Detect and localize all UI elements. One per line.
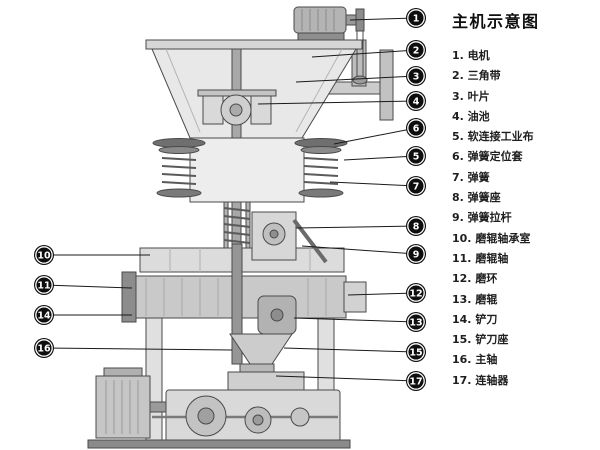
leader-line-7 <box>329 181 417 187</box>
callout-6: 6 <box>406 118 426 138</box>
callout-12: 12 <box>406 283 426 303</box>
legend-item-10: 10. 磨辊轴承室 <box>452 231 531 245</box>
legend-item-5: 5. 软连接工业布 <box>452 130 534 144</box>
legend-panel: 主机示意图 1. 电机 2. 三角带 3. 叶片 4. 油池 5. 软连接工业布 6. 弹… <box>452 8 598 391</box>
callout-8: 8 <box>406 216 426 236</box>
gearbox <box>152 371 341 443</box>
leader-line-5 <box>343 155 417 161</box>
callout-9: 9 <box>406 244 426 264</box>
svg-text:15: 15 <box>409 347 422 358</box>
legend-item-15: 15. 铲刀座 <box>452 333 509 347</box>
leader-line-9 <box>301 245 417 255</box>
leader-line-15 <box>283 347 417 353</box>
base-motor <box>95 367 167 439</box>
callout-16: 16 <box>34 338 54 358</box>
leader-line-11 <box>43 284 133 289</box>
svg-text:10: 10 <box>37 250 51 261</box>
svg-text:11: 11 <box>37 280 50 291</box>
svg-text:9: 9 <box>413 249 420 260</box>
v-belt <box>352 31 368 85</box>
spring-stack-right <box>294 138 348 198</box>
legend-item-4: 4. 油池 <box>452 109 490 123</box>
svg-text:13: 13 <box>409 317 422 328</box>
callout-1: 1 <box>406 8 426 28</box>
legend-item-7: 7. 弹簧 <box>452 170 490 184</box>
callout-15: 15 <box>406 342 426 362</box>
leader-line-2 <box>311 49 417 58</box>
svg-text:3: 3 <box>413 71 420 82</box>
callout-4: 4 <box>406 91 426 111</box>
legend-item-3: 3. 叶片 <box>452 89 490 103</box>
legend-list: 1. 电机 2. 三角带 3. 叶片 4. 油池 5. 软连接工业布 6. 弹簧定位套 7.… <box>452 46 598 391</box>
legend-item-16: 16. 主轴 <box>452 353 498 367</box>
mid-housing <box>189 137 305 203</box>
leader-line-1 <box>349 17 417 21</box>
svg-text:7: 7 <box>413 181 420 192</box>
leader-line-16 <box>43 347 233 351</box>
svg-text:6: 6 <box>413 123 420 134</box>
callout-13: 13 <box>406 312 426 332</box>
svg-text:2: 2 <box>413 45 420 56</box>
page-title: 主机示意图 <box>452 12 540 31</box>
callout-11: 11 <box>34 275 54 295</box>
svg-text:1: 1 <box>413 13 420 24</box>
legend-item-11: 11. 磨辊轴 <box>452 251 509 265</box>
svg-text:4: 4 <box>413 96 420 107</box>
callout-3: 3 <box>406 66 426 86</box>
legend-item-17: 17. 连轴器 <box>452 373 509 387</box>
callout-17: 17 <box>406 371 426 391</box>
legend-item-6: 6. 弹簧定位套 <box>452 150 523 164</box>
legend-item-12: 12. 磨环 <box>452 272 498 286</box>
leader-line-6 <box>333 127 417 145</box>
svg-text:17: 17 <box>409 376 422 387</box>
callout-5: 5 <box>406 146 426 166</box>
spring-stack-left <box>152 138 206 198</box>
bearing-housing <box>251 211 297 261</box>
svg-text:14: 14 <box>37 310 51 321</box>
svg-text:5: 5 <box>413 151 420 162</box>
leader-line-17 <box>275 375 417 382</box>
base-plate <box>87 439 351 449</box>
svg-text:12: 12 <box>409 288 422 299</box>
legend-item-1: 1. 电机 <box>452 49 490 62</box>
callout-10: 10 <box>34 245 54 265</box>
center-spring <box>223 201 251 251</box>
svg-text:16: 16 <box>37 343 51 354</box>
legend-item-8: 8. 弹簧座 <box>452 191 501 205</box>
leader-line-8 <box>295 225 417 229</box>
legend-item-2: 2. 三角带 <box>452 69 501 83</box>
blade-mechanism <box>197 89 277 126</box>
legend-item-13: 13. 磨辊 <box>452 292 498 306</box>
mill-drawing <box>87 6 394 449</box>
leader-line-3 <box>295 75 417 83</box>
spring-rod <box>292 218 328 264</box>
top-motor <box>293 6 365 42</box>
callout-7: 7 <box>406 176 426 196</box>
legend-item-9: 9. 弹簧拉杆 <box>452 211 512 225</box>
svg-text:8: 8 <box>413 221 420 232</box>
leader-line-12 <box>347 292 417 296</box>
callout-2: 2 <box>406 40 426 60</box>
leader-line-4 <box>257 100 417 105</box>
main-shaft <box>231 243 243 365</box>
legend-item-14: 14. 铲刀 <box>452 312 498 326</box>
callout-14: 14 <box>34 305 54 325</box>
leader-line-13 <box>293 317 417 323</box>
